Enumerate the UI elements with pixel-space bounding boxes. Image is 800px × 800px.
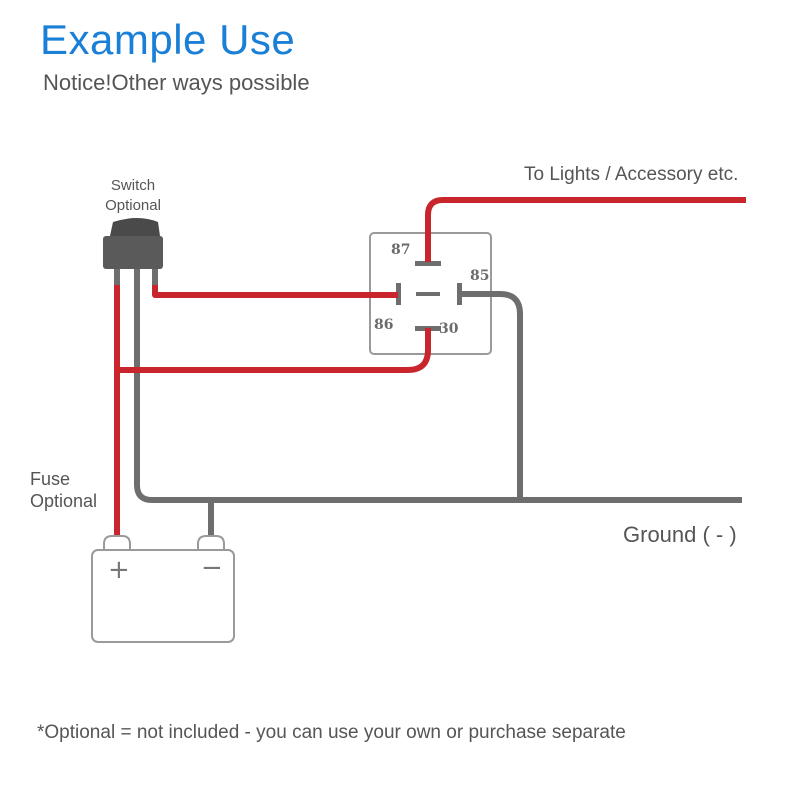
fuse-label-line2: Optional [30,491,98,511]
battery-negative-symbol: − [201,553,223,583]
relay-contact-86 [396,283,401,305]
pin-label-85: 85 [470,268,489,284]
switch-label: Switch Optional [98,176,168,216]
pin-label-87: 87 [391,242,410,258]
ground-label: Ground ( - ) [623,522,737,547]
switch-wire-relay-86 [152,268,398,298]
battery-positive-symbol: + [108,555,130,585]
battery-icon: + − [91,535,235,643]
footnote: *Optional = not included - you can use y… [37,722,626,743]
switch-terminal-2 [134,269,140,285]
relay-contact-87 [415,261,441,266]
lights-label: To Lights / Accessory etc. [524,164,739,185]
switch-terminal-3 [152,269,158,285]
ground-wire-switch [134,268,742,503]
ground-wire-relay-85 [462,291,523,500]
lights-wire-relay-87 [425,197,746,262]
switch-rocker [110,218,160,236]
battery-negative-terminal [197,535,225,550]
relay-contact-center [416,292,440,296]
battery-body [91,549,235,643]
battery-positive-terminal [103,535,131,550]
relay-contact-85 [457,283,462,305]
page-subtitle: Notice!Other ways possible [43,70,310,95]
switch-label-line2: Optional [105,197,161,214]
page-title: Example Use [40,16,296,63]
fuse-label: Fuse Optional [30,468,97,512]
pin-label-30: 30 [439,321,459,337]
switch-terminal-1 [114,269,120,285]
switch-icon [103,218,163,285]
switch-body [103,236,163,269]
positive-wire-relay-30 [117,328,431,373]
pin-label-86: 86 [374,317,393,333]
fuse-label-line1: Fuse [30,469,71,489]
switch-label-line1: Switch [110,177,156,194]
